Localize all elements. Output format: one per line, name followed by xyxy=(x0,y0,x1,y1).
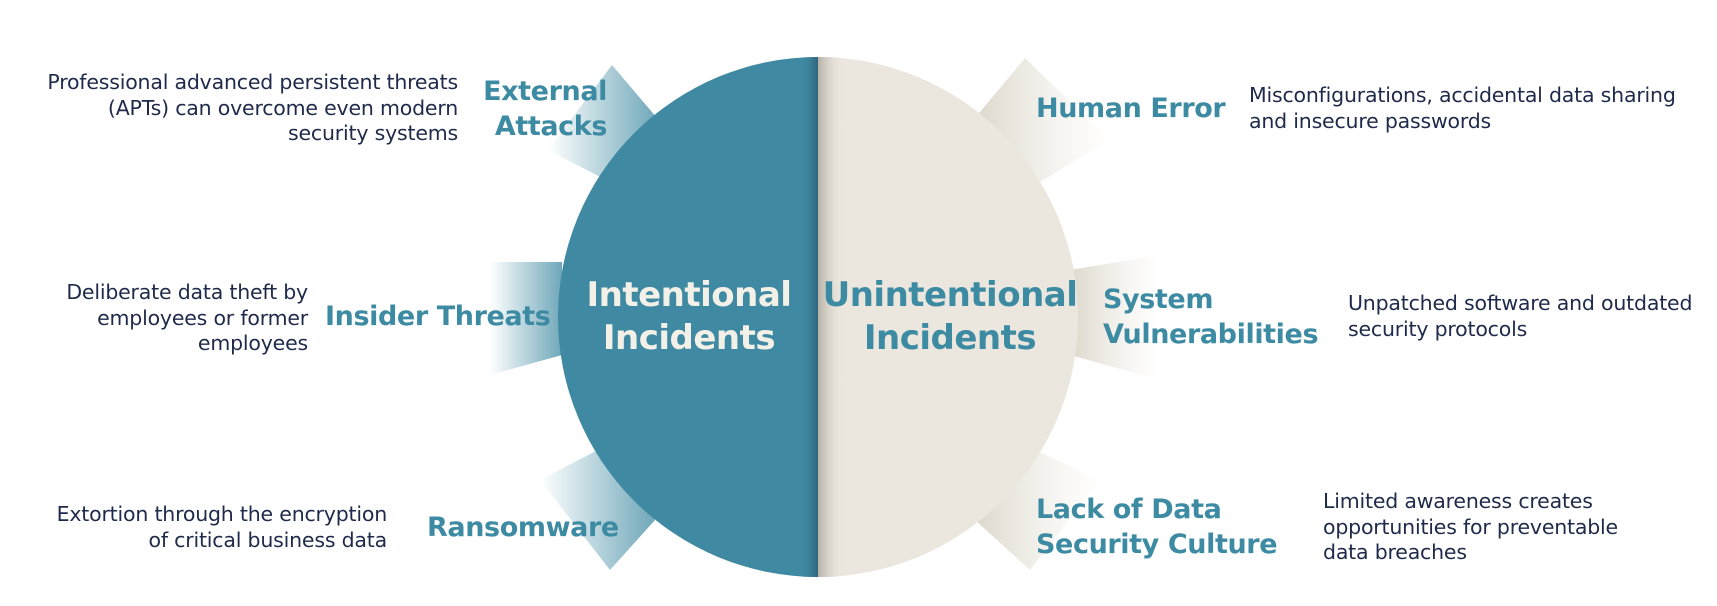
ransomware-desc: Extortion through the encryption of crit… xyxy=(56,502,388,553)
title-line: Vulnerabilities xyxy=(1103,319,1319,350)
title-line: System xyxy=(1103,284,1214,315)
external-attacks-title: External Attacks xyxy=(483,74,607,144)
desc-line: employees or former xyxy=(97,305,308,330)
external-attacks-desc: Professional advanced persistent threats… xyxy=(47,70,458,147)
desc-line: Professional advanced persistent threats xyxy=(47,70,458,94)
desc-line: Extortion through the encryption xyxy=(56,502,388,526)
desc-line: (APTs) can overcome even modern xyxy=(107,95,458,120)
title-line: Insider Threats xyxy=(325,301,551,332)
desc-line: security systems xyxy=(288,121,458,145)
unintentional-line2: Incidents xyxy=(863,318,1037,358)
title-line: Human Error xyxy=(1036,93,1226,124)
desc-line: data breaches xyxy=(1323,540,1467,564)
title-line: Attacks xyxy=(494,111,608,142)
desc-line: Misconfigurations, accidental data shari… xyxy=(1249,83,1676,107)
seam-shadow-right xyxy=(818,57,844,577)
desc-line: Deliberate data theft by xyxy=(66,280,308,304)
human-error-desc: Misconfigurations, accidental data shari… xyxy=(1249,83,1676,134)
title-line: Lack of Data xyxy=(1036,494,1222,525)
title-line: Ransomware xyxy=(427,512,619,543)
desc-line: Unpatched software and outdated xyxy=(1348,291,1693,315)
lack-of-culture-title: Lack of Data Security Culture xyxy=(1036,492,1278,562)
insider-threats-title: Insider Threats xyxy=(325,299,551,334)
desc-line: and insecure passwords xyxy=(1249,108,1492,133)
seam-shadow-left xyxy=(800,57,818,577)
desc-line: employees xyxy=(197,331,308,355)
title-line: Security Culture xyxy=(1036,529,1278,560)
intentional-line1: Intentional xyxy=(586,275,792,315)
unintentional-line1: Unintentional xyxy=(822,275,1078,315)
insider-threats-desc: Deliberate data theft by employees or fo… xyxy=(66,280,308,357)
fan-ransomware xyxy=(540,450,655,570)
fan-insider-threats xyxy=(490,262,562,375)
system-vulnerabilities-title: System Vulnerabilities xyxy=(1103,282,1319,352)
desc-line: Limited awareness creates xyxy=(1323,489,1593,513)
desc-line: security protocols xyxy=(1348,316,1528,341)
title-line: External xyxy=(483,76,607,107)
desc-line: opportunities for preventable xyxy=(1323,514,1618,539)
system-vulnerabilities-desc: Unpatched software and outdated security… xyxy=(1348,291,1692,342)
lack-of-culture-desc: Limited awareness creates opportunities … xyxy=(1323,489,1618,566)
desc-line: of critical business data xyxy=(148,527,388,552)
intentional-half xyxy=(558,57,818,577)
fan-lack-of-culture xyxy=(975,450,1100,570)
fan-system-vulnerabilities xyxy=(1070,255,1160,380)
unintentional-half xyxy=(818,57,1078,577)
unintentional-incidents-label: Unintentional Incidents xyxy=(820,274,1080,360)
intentional-incidents-label: Intentional Incidents xyxy=(559,274,819,360)
human-error-title: Human Error xyxy=(1036,91,1226,126)
ransomware-title: Ransomware xyxy=(427,510,619,545)
intentional-line2: Incidents xyxy=(602,318,776,358)
